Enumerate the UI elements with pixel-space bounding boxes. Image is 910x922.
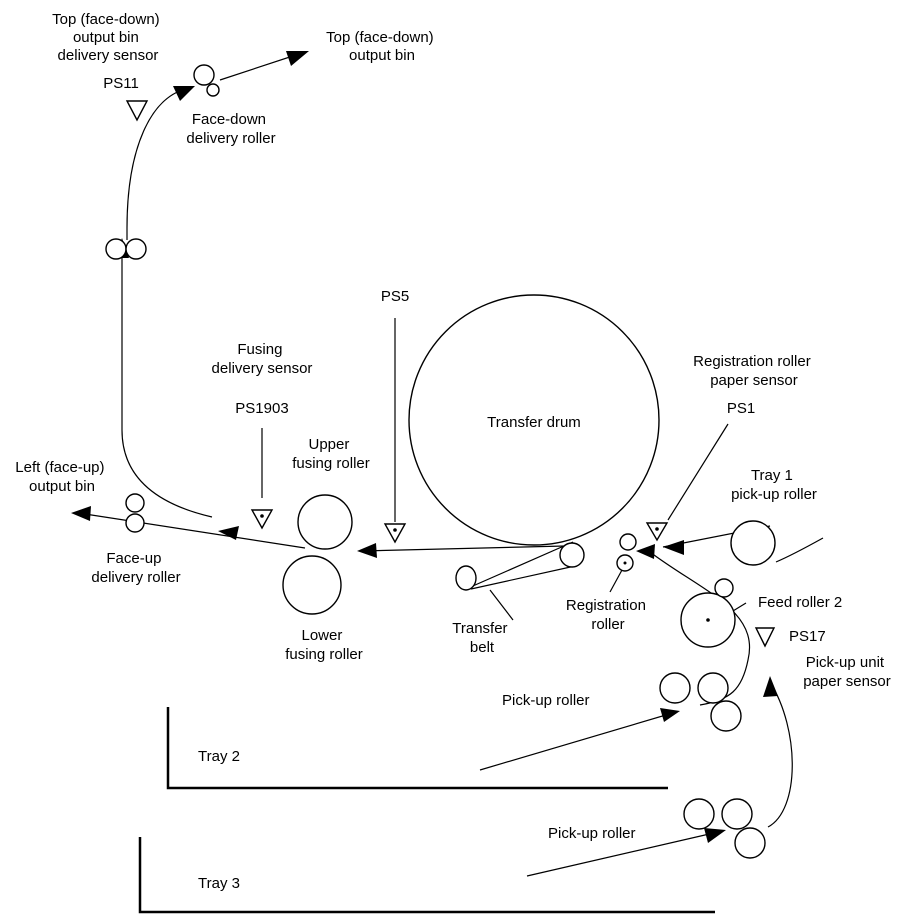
transfer-belt-top [465,541,574,590]
ps17-label: PS17 [789,628,826,645]
ps5-sensor [383,523,407,544]
vertical-to-facedown-path [126,87,191,240]
feed-roller-label: Feed roller 2 [758,594,842,611]
upper-fusing-roller [297,494,353,550]
tray-3 [138,837,715,914]
pickup-sensor-arrow [763,676,778,697]
tray1-pickup-roller [730,520,776,566]
tray3-pickup-roller-label: Pick-up roller [548,825,636,842]
registration-roller-top [619,533,637,551]
feed-roller-2-small [714,578,734,598]
lower-fusing-roller [282,555,342,615]
face-up-roller-bottom [125,513,145,533]
ps1-sensor [645,522,669,542]
tray-2 [166,707,668,790]
transfer-belt-right-roller [559,542,585,568]
facedown-entry-arrow [173,86,195,101]
tray3-feed-path [767,681,793,828]
tray1-arrow [663,540,684,555]
lower-fusing-label: Lower fusing roller [285,627,363,663]
top-bin-label: Top (face-down) output bin [326,29,438,64]
face-down-roller-small [206,83,220,97]
feed-roller-2-axis [706,618,710,622]
tray2-label: Tray 2 [198,748,240,765]
ps1903-sensor-dot [260,514,264,518]
transfer-drum-label: Transfer drum [487,414,581,431]
registration-roller-axis [623,561,627,565]
ps1-label: PS1 [727,400,755,417]
transfer-belt-bottom [470,565,576,590]
face-down-roller-large [193,64,215,86]
ps17-sensor [754,627,776,648]
tray3-pickup-roller [683,798,715,830]
top-sensor-label: Top (face-down) output bin delivery sens… [52,11,164,64]
vertical-roller-right [125,238,147,260]
transfer-to-fuser-path [359,545,566,552]
ps5-label: PS5 [381,288,409,305]
transfer-belt-label: Transfer belt [452,620,511,656]
ps1-pointer [667,423,729,521]
transfer-belt-left-roller [455,565,477,591]
tray2-pickup-roller-label: Pick-up roller [502,692,590,709]
tray2-pickup-roller [659,672,691,704]
ps1903-label: PS1903 [235,400,288,417]
ps1903-sensor [250,509,274,530]
fuser-entry-arrow [357,543,377,558]
tray2-entry-path [479,711,677,771]
upper-fusing-label: Upper fusing roller [292,436,370,472]
registration-arrow [636,544,655,559]
top-bin-arrow [286,51,309,66]
tray1-roller-label: Tray 1 pick-up roller [731,467,817,503]
transfer-belt-pointer [489,589,514,621]
tray3-arrow [704,828,726,843]
ps1-sensor-dot [655,527,659,531]
transfer-drum [408,294,660,546]
fuser-to-left-bin-path [84,513,306,549]
registration-sensor-label: Registration roller paper sensor [693,353,815,389]
fusing-sensor-label: Fusing delivery sensor [212,341,313,377]
ps11-label: PS11 [103,75,139,92]
fuser-to-vertical-path [121,250,213,518]
tray2-separation-roller [710,700,742,732]
left-bin-arrow [71,506,91,521]
tray3-label: Tray 3 [198,875,240,892]
fuser-exit-arrow [218,526,239,540]
registration-roller-pointer [609,569,623,593]
registration-roller-label: Registration roller [566,597,650,633]
face-up-roller-label: Face-up delivery roller [91,550,180,586]
tray1-entry-path [775,537,824,563]
tray3-feed-roller [721,798,753,830]
face-down-roller-label: Face-down delivery roller [186,111,275,147]
face-up-roller-top [125,493,145,513]
ps5-sensor-dot [393,528,397,532]
tray2-feed-roller [697,672,729,704]
tray3-entry-path [526,831,719,877]
left-bin-label: Left (face-up) output bin [15,459,108,495]
tray3-separation-roller [734,827,766,859]
pickup-sensor-label: Pick-up unit paper sensor [803,654,891,690]
tray2-feed-path [649,551,751,706]
vertical-roller-left [105,238,127,260]
tray2-arrow [660,708,680,722]
ps11-sensor [125,100,149,122]
